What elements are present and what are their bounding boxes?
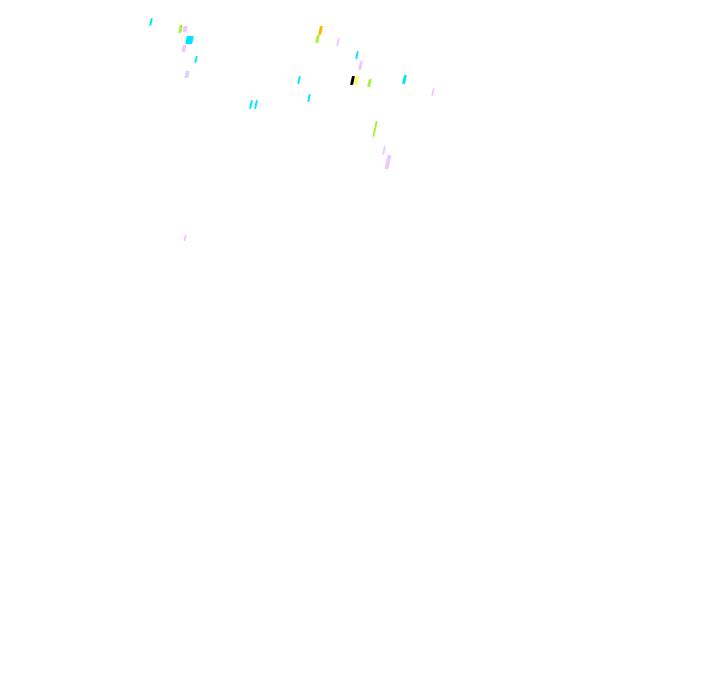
fleck-pink-1 <box>182 26 188 32</box>
fleck-green-2 <box>315 35 320 43</box>
fleck-pink-6 <box>431 88 435 96</box>
fleck-green-3 <box>367 79 372 87</box>
fleck-pink-4 <box>336 38 340 46</box>
fleck-cyan-8 <box>249 100 253 109</box>
fleck-cyan-2 <box>185 36 194 44</box>
fleck-pink-9 <box>183 235 187 241</box>
fleck-cyan-6 <box>402 75 407 84</box>
fleck-cyan-9 <box>254 100 258 109</box>
fleck-pink-5 <box>358 61 363 70</box>
fleck-cyan-1 <box>149 18 153 26</box>
fleck-cyan-5 <box>297 76 301 84</box>
fleck-orange-1 <box>318 26 323 35</box>
fleck-pink-3 <box>184 71 190 78</box>
fleck-green-4 <box>372 121 378 137</box>
fleck-pink-7 <box>382 146 386 155</box>
fleck-pink-8 <box>384 155 392 169</box>
fleck-cyan-4 <box>355 51 359 59</box>
fleck-cyan-3 <box>194 56 198 63</box>
fleck-cyan-7 <box>307 94 311 102</box>
fleck-pink-2 <box>181 45 187 52</box>
fleck-yellow-1 <box>354 76 359 85</box>
